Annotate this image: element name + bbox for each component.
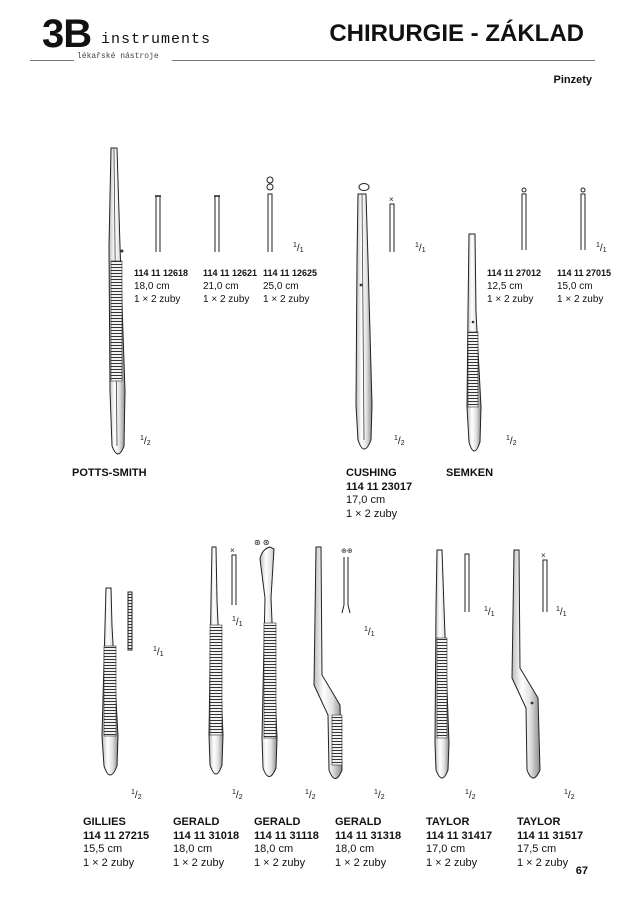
- svg-text:×: ×: [541, 551, 546, 560]
- scale-1-1: 1/1: [596, 242, 607, 254]
- taylor-bayonet-forceps-image: [511, 549, 541, 779]
- gerald-angled-tip-mark: ⊛ ⊛: [254, 538, 270, 547]
- header-rule-left: [30, 60, 74, 61]
- caption-semken: SEMKEN: [446, 467, 494, 479]
- scale-1-1: 1/1: [153, 646, 164, 658]
- scale-1-1: 1/1: [556, 606, 567, 618]
- svg-text:×: ×: [389, 195, 394, 204]
- gerald-bayonet-forceps-image: [313, 546, 343, 779]
- taylor-tip-detail-1: [464, 553, 470, 612]
- scale-1-2: 1/2: [465, 789, 476, 801]
- scale-1-2: 1/2: [394, 435, 405, 447]
- scale-1-1: 1/1: [364, 626, 375, 638]
- scale-1-1: 1/1: [293, 242, 304, 254]
- scale-1-1: 1/1: [415, 242, 426, 254]
- page-title: CHIRURGIE - ZÁKLAD: [329, 20, 584, 47]
- potts-smith-forceps-image: [108, 147, 126, 455]
- taylor-forceps-image: [434, 549, 450, 779]
- potts-tip-detail-2: [214, 195, 220, 252]
- cushing-tip-ring: [358, 183, 370, 191]
- scale-1-2: 1/2: [232, 789, 243, 801]
- svg-text:×: ×: [230, 546, 235, 555]
- semken-tip-detail-2: [580, 187, 586, 250]
- gerald-tip-detail: ×: [230, 546, 237, 605]
- gerald-forceps-image: [208, 546, 224, 775]
- section-title: Pinzety: [553, 74, 592, 86]
- scale-1-2: 1/2: [140, 435, 151, 447]
- brand-logo: 3B: [42, 12, 92, 56]
- scale-1-1: 1/1: [484, 606, 495, 618]
- cushing-forceps-image: [355, 193, 373, 450]
- potts-tip-detail-1: [155, 195, 161, 252]
- scale-1-2: 1/2: [305, 789, 316, 801]
- scale-1-2: 1/2: [564, 789, 575, 801]
- potts-tip-detail-3: [266, 176, 274, 252]
- header-rule-right: [172, 60, 595, 61]
- scale-1-2: 1/2: [131, 789, 142, 801]
- gerald-bayonet-tip-detail: ⊕⊕: [341, 548, 352, 614]
- svg-text:⊕⊕: ⊕⊕: [341, 548, 352, 555]
- scale-1-2: 1/2: [506, 435, 517, 447]
- caption-cushing: CUSHING 114 11 23017 17,0 cm 1 × 2 zuby: [346, 467, 413, 520]
- caption-potts: POTTS-SMITH: [72, 467, 147, 479]
- page-number: 67: [575, 865, 588, 877]
- taylor-tip-detail-2: ×: [541, 551, 548, 612]
- brand-tagline: lékařské nástroje: [77, 52, 159, 61]
- gillies-forceps-image: [101, 587, 119, 776]
- gerald-angled-forceps-image: [259, 546, 278, 777]
- semken-tip-detail-1: [521, 187, 527, 250]
- semken-forceps-image: [466, 233, 482, 452]
- scale-1-1: 1/1: [232, 616, 243, 628]
- brand-wordmark: instruments: [101, 31, 212, 48]
- cushing-tip-detail: ×: [389, 195, 395, 252]
- scale-1-2: 1/2: [374, 789, 385, 801]
- gillies-tip-detail: [127, 591, 133, 651]
